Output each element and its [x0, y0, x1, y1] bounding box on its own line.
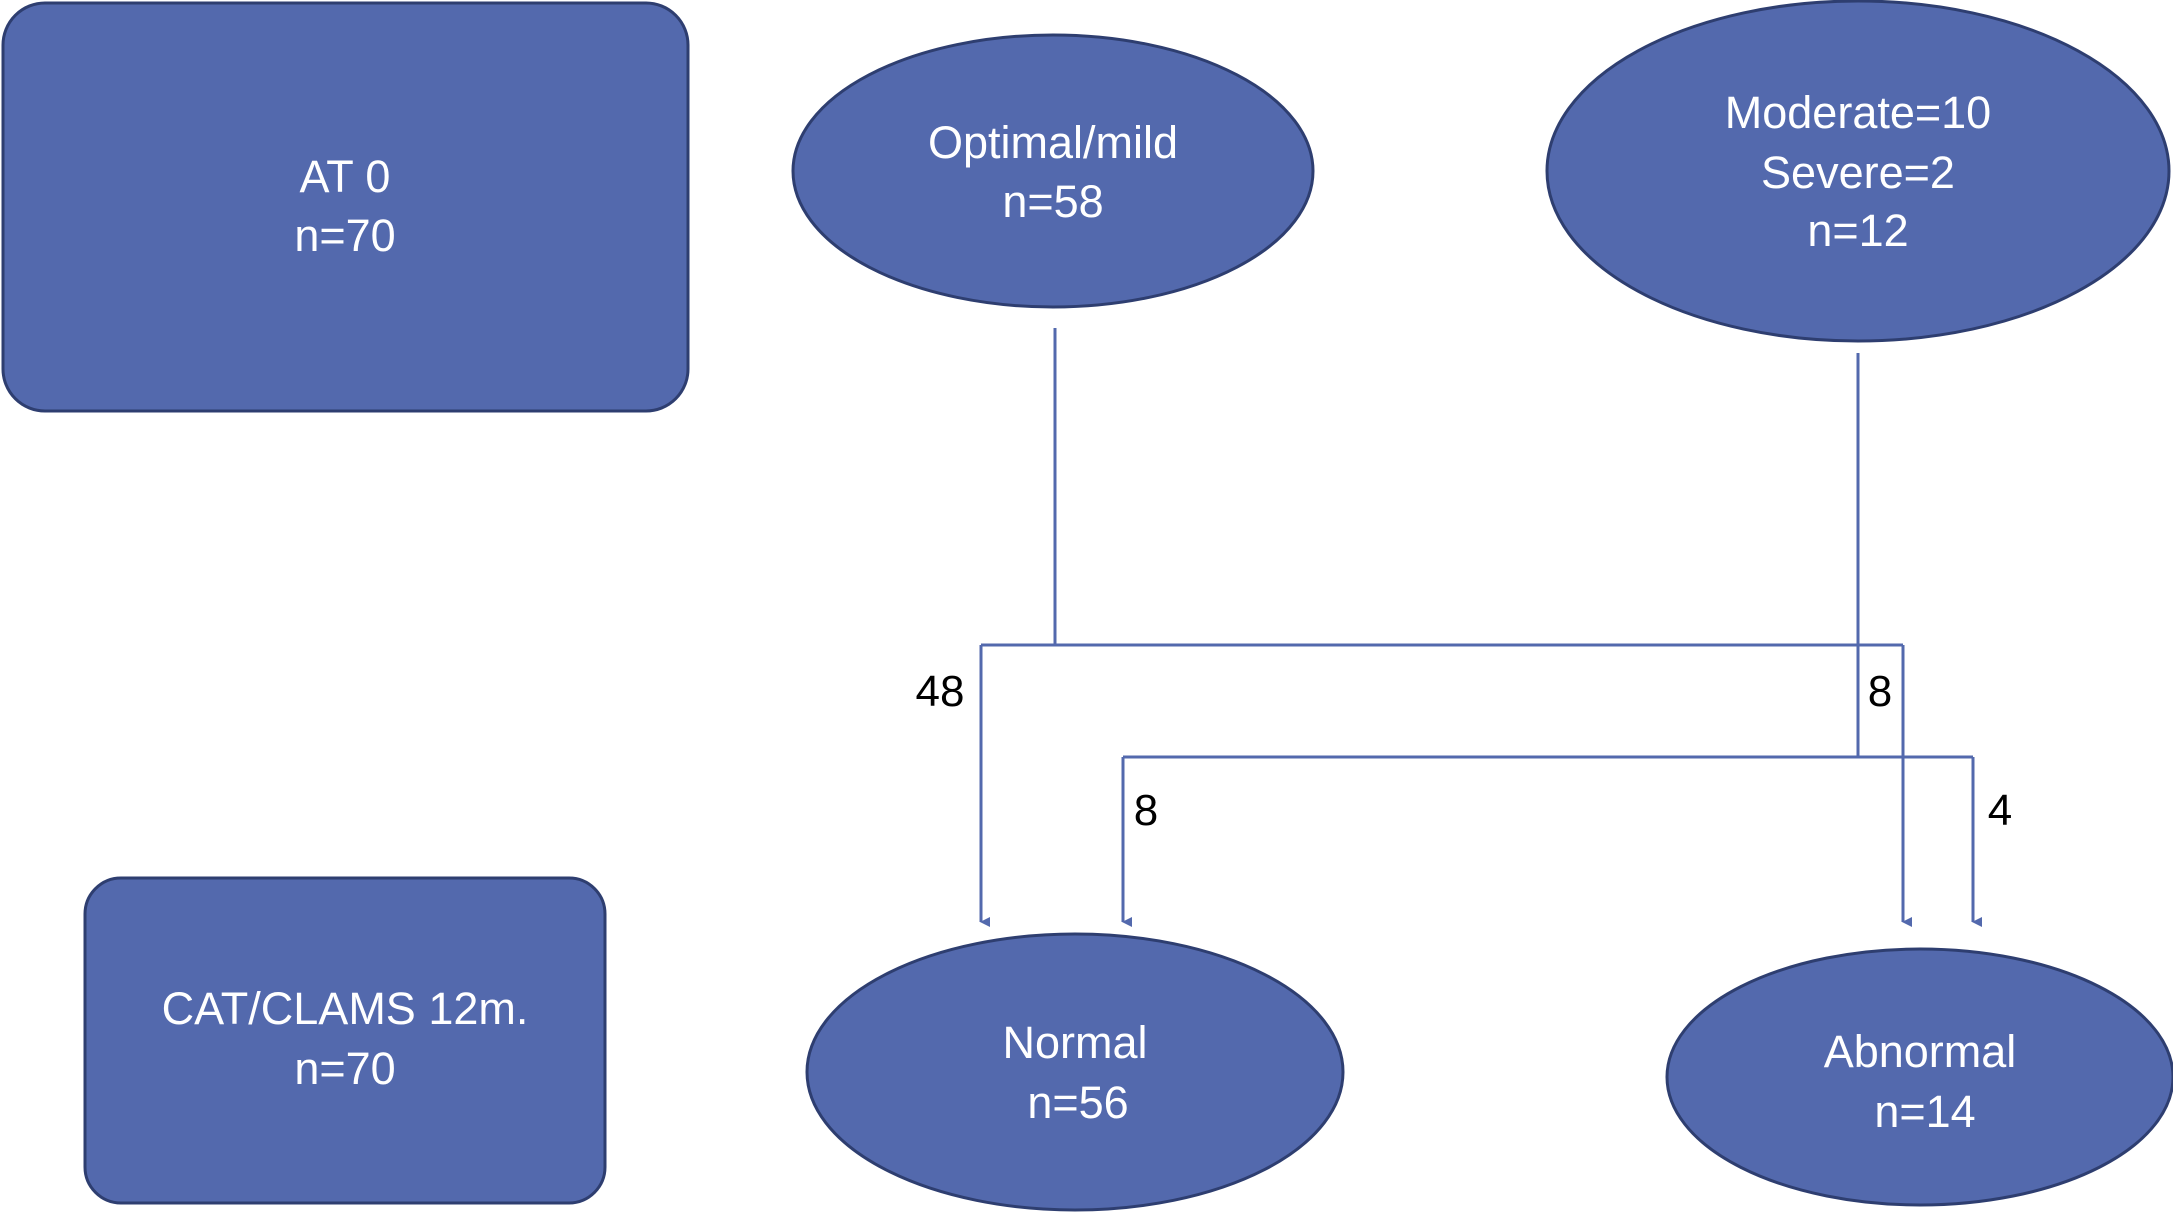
edge-label-moderate-to-abnormal: 4 [1988, 786, 2012, 835]
node-normal-label: Normal [1002, 1017, 1147, 1068]
node-abnormal-count: n=14 [1874, 1086, 1975, 1137]
node-moderate-severe-severe: Severe=2 [1761, 147, 1955, 198]
stage-box-cat-clams-count: n=70 [294, 1043, 395, 1094]
stage-box-at0-count: n=70 [294, 210, 395, 261]
stage-box-cat-clams: CAT/CLAMS 12m. n=70 [83, 876, 607, 1205]
node-abnormal-shape [1665, 947, 2173, 1207]
edge-label-optimal-to-normal: 48 [916, 667, 965, 716]
stage-box-at0-title: AT 0 [300, 151, 391, 202]
node-normal-shape [805, 932, 1345, 1212]
node-optimal-mild: Optimal/mild n=58 [791, 33, 1315, 309]
stage-box-at0: AT 0 n=70 [1, 1, 690, 413]
node-abnormal: Abnormal n=14 [1665, 947, 2173, 1207]
node-normal-count: n=56 [1027, 1077, 1128, 1128]
stage-box-cat-clams-shape [83, 876, 607, 1205]
edge-label-moderate-to-normal: 8 [1134, 786, 1158, 835]
node-normal: Normal n=56 [805, 932, 1345, 1212]
node-moderate-severe-count: n=12 [1807, 205, 1908, 256]
connectors-from-moderate [1121, 353, 1982, 927]
node-moderate-severe-shape [1545, 0, 2171, 343]
node-moderate-severe: Moderate=10 Severe=2 n=12 [1545, 0, 2171, 343]
node-abnormal-label: Abnormal [1824, 1026, 2017, 1077]
node-optimal-mild-count: n=58 [1002, 176, 1103, 227]
node-moderate-severe-moderate: Moderate=10 [1725, 87, 1991, 138]
node-optimal-mild-label: Optimal/mild [928, 117, 1178, 168]
stage-box-cat-clams-title: CAT/CLAMS 12m. [162, 983, 529, 1034]
connectors-from-optimal [979, 328, 1912, 927]
edge-label-optimal-to-abnormal: 8 [1868, 667, 1892, 716]
stage-box-at0-shape [1, 1, 690, 413]
node-optimal-mild-shape [791, 33, 1315, 309]
